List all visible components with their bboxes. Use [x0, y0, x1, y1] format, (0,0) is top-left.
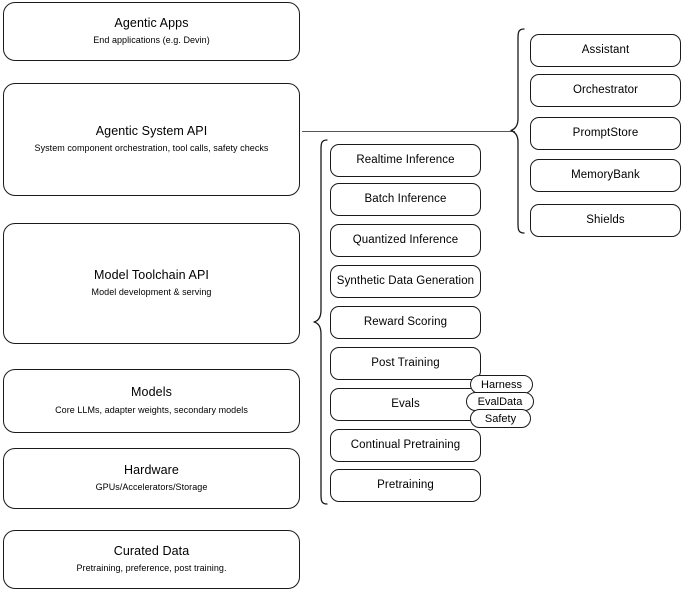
brace-system-components — [510, 28, 525, 234]
capability-box-continual-pretraining[interactable]: Continual Pretraining — [330, 429, 481, 462]
capability-title: Reward Scoring — [363, 316, 448, 329]
capability-box-evals[interactable]: Evals — [330, 388, 481, 421]
layer-subtitle: GPUs/Accelerators/Storage — [95, 482, 208, 493]
capability-box-pretraining[interactable]: Pretraining — [330, 469, 481, 502]
capability-title: Realtime Inference — [356, 154, 455, 167]
component-title: Shields — [586, 214, 625, 227]
layer-title: Curated Data — [113, 543, 190, 558]
component-title: PromptStore — [572, 127, 639, 140]
component-box-orchestrator[interactable]: Orchestrator — [530, 74, 681, 107]
brace-toolchain-capabilities — [313, 139, 328, 505]
eval-pill-safety[interactable]: Safety — [470, 409, 531, 428]
layer-box-curated-data[interactable]: Curated Data Pretraining, preference, po… — [3, 530, 300, 589]
capability-box-reward-scoring[interactable]: Reward Scoring — [330, 306, 481, 339]
capability-title: Synthetic Data Generation — [336, 275, 475, 288]
layer-title: Model Toolchain API — [94, 267, 209, 282]
layer-box-agentic-system-api[interactable]: Agentic System API System component orch… — [3, 83, 300, 196]
layer-box-hardware[interactable]: Hardware GPUs/Accelerators/Storage — [3, 448, 300, 509]
layer-box-model-toolchain-api[interactable]: Model Toolchain API Model development & … — [3, 223, 300, 344]
layer-title: Models — [131, 385, 172, 400]
layer-subtitle: Core LLMs, adapter weights, secondary mo… — [55, 404, 248, 415]
component-box-memorybank[interactable]: MemoryBank — [530, 159, 681, 192]
capability-box-synthetic-data-generation[interactable]: Synthetic Data Generation — [330, 265, 481, 298]
capability-title: Quantized Inference — [352, 234, 459, 247]
eval-pill-evaldata[interactable]: EvalData — [466, 392, 534, 411]
capability-box-quantized-inference[interactable]: Quantized Inference — [330, 224, 481, 257]
connector-line-system-api-to-components — [302, 131, 515, 133]
capability-box-post-training[interactable]: Post Training — [330, 347, 481, 380]
component-title: Orchestrator — [572, 84, 639, 97]
component-box-shields[interactable]: Shields — [530, 204, 681, 237]
capability-title: Batch Inference — [364, 193, 447, 206]
layer-box-agentic-apps[interactable]: Agentic Apps End applications (e.g. Devi… — [3, 2, 300, 61]
capability-title: Evals — [391, 398, 420, 411]
component-title: MemoryBank — [571, 169, 640, 182]
capability-box-batch-inference[interactable]: Batch Inference — [330, 183, 481, 216]
component-box-promptstore[interactable]: PromptStore — [530, 117, 681, 150]
layer-subtitle: End applications (e.g. Devin) — [93, 35, 210, 46]
layer-subtitle: Model development & serving — [91, 287, 212, 298]
component-box-assistant[interactable]: Assistant — [530, 34, 681, 67]
capability-box-realtime-inference[interactable]: Realtime Inference — [330, 144, 481, 177]
layer-title: Agentic System API — [95, 123, 208, 138]
layer-title: Agentic Apps — [114, 15, 189, 30]
layer-title: Hardware — [124, 462, 179, 477]
layer-subtitle: Pretraining, preference, post training. — [76, 563, 227, 574]
capability-title: Post Training — [371, 357, 440, 370]
layer-subtitle: System component orchestration, tool cal… — [34, 143, 269, 154]
layer-box-models[interactable]: Models Core LLMs, adapter weights, secon… — [3, 369, 300, 433]
capability-title: Continual Pretraining — [350, 439, 461, 452]
capability-title: Pretraining — [377, 479, 434, 492]
component-title: Assistant — [581, 44, 630, 57]
